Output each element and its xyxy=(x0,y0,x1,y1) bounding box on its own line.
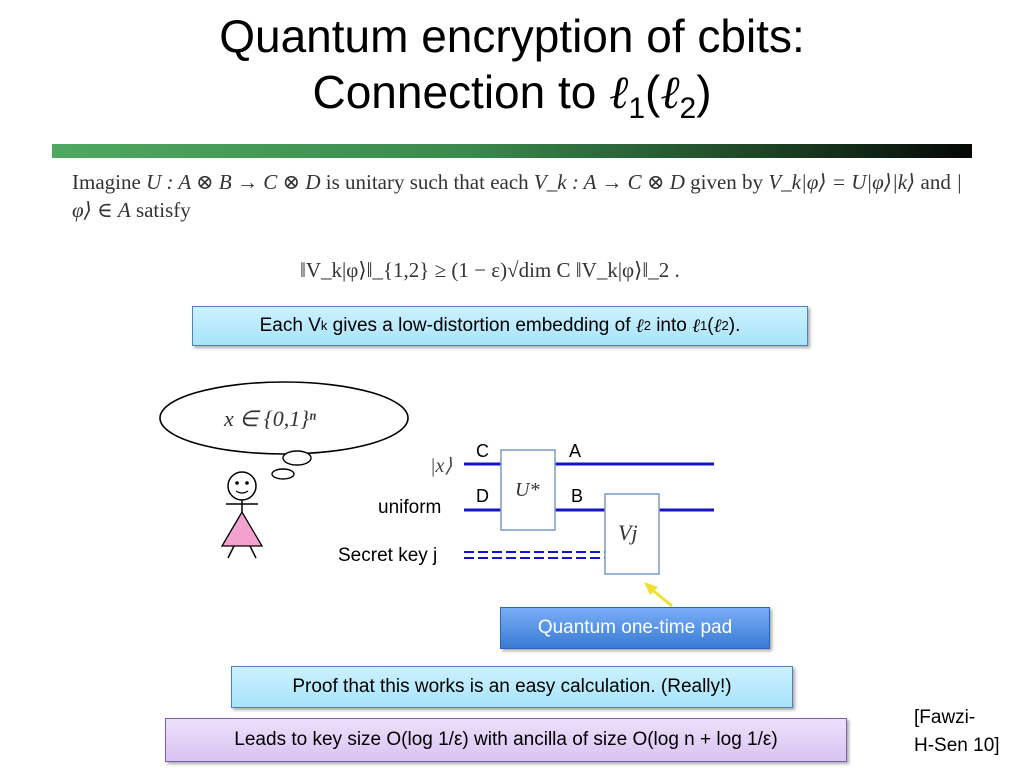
def-map-vk: V_k : A → C ⊗ D xyxy=(533,170,685,194)
pointer-arrow-icon xyxy=(644,582,673,608)
embedding-paren: ( xyxy=(707,315,714,336)
embedding-text-1: Each V xyxy=(259,315,321,336)
gate-u-label: U* xyxy=(515,479,539,501)
def-text-imagine: Imagine xyxy=(72,170,141,194)
title-line-2-text: Connection to xyxy=(312,66,610,118)
person-icon xyxy=(220,471,264,559)
uniform-label: uniform xyxy=(378,497,441,518)
citation-line-2: H-Sen 10] xyxy=(914,735,1000,756)
wire-label-a: A xyxy=(569,441,581,461)
def-vk-equation: V_k|φ⟩ = U|φ⟩|k⟩ xyxy=(768,170,916,194)
proof-callout: Proof that this works is an easy calcula… xyxy=(231,666,793,708)
def-map-u: U : A ⊗ B → C ⊗ D xyxy=(146,170,321,194)
subscript-1: 1 xyxy=(628,92,645,125)
wire-label-b: B xyxy=(571,486,583,506)
ell-symbol: ℓ xyxy=(713,314,722,337)
def-text-unitary: is unitary such that each xyxy=(325,170,529,194)
citation-line-1: [Fawzi- xyxy=(914,707,976,728)
paren-open: ( xyxy=(645,66,661,118)
ell-symbol: ℓ xyxy=(609,65,629,119)
wire-label-d: D xyxy=(476,486,489,506)
citation: [Fawzi- H-Sen 10] xyxy=(914,704,1000,760)
subscript-2: 2 xyxy=(679,92,697,125)
thought-bubble xyxy=(159,381,409,455)
title-line-2: Connection to ℓ1(ℓ2) xyxy=(0,64,1024,124)
gate-v-label: Vj xyxy=(618,520,638,545)
ell-symbol: ℓ xyxy=(660,65,680,119)
def-text-satisfy: satisfy xyxy=(135,198,191,222)
title-line-1: Quantum encryption of cbits: xyxy=(219,10,805,62)
slide-title: Quantum encryption of cbits: Connection … xyxy=(0,8,1024,124)
ket-x-label: |x⟩ xyxy=(430,455,452,477)
ell-symbol: ℓ xyxy=(692,314,701,337)
wire-label-c: C xyxy=(476,441,489,461)
embedding-text-2: gives a low-distortion embedding of xyxy=(327,315,636,336)
embedding-text-end: ). xyxy=(728,315,741,336)
thought-bubble-dot xyxy=(271,468,295,480)
paren-close: ) xyxy=(696,66,712,118)
secret-key-label: Secret key j xyxy=(338,545,437,566)
key-size-callout: Leads to key size O(log 1/ε) with ancill… xyxy=(165,718,847,762)
gate-v-j xyxy=(604,493,660,575)
ell-symbol: ℓ xyxy=(635,314,644,337)
inequality-display: ‖V_k|φ⟩‖_{1,2} ≥ (1 − ε)√dim C ‖V_k|φ⟩‖_… xyxy=(300,258,680,282)
def-text-and: and xyxy=(920,170,951,194)
definition-paragraph: Imagine U : A ⊗ B → C ⊗ D is unitary suc… xyxy=(72,168,962,224)
one-time-pad-callout: Quantum one-time pad xyxy=(500,607,770,649)
embedding-text-into: into xyxy=(650,315,693,336)
thought-text: x ∈ {0,1}ⁿ xyxy=(223,406,316,431)
def-text-given-by: given by xyxy=(690,170,764,194)
def-phi-in-a: |φ⟩ ∈ A xyxy=(72,170,962,222)
thought-bubble-dot xyxy=(282,450,312,466)
gate-u-star xyxy=(500,449,556,531)
title-divider xyxy=(52,144,972,158)
